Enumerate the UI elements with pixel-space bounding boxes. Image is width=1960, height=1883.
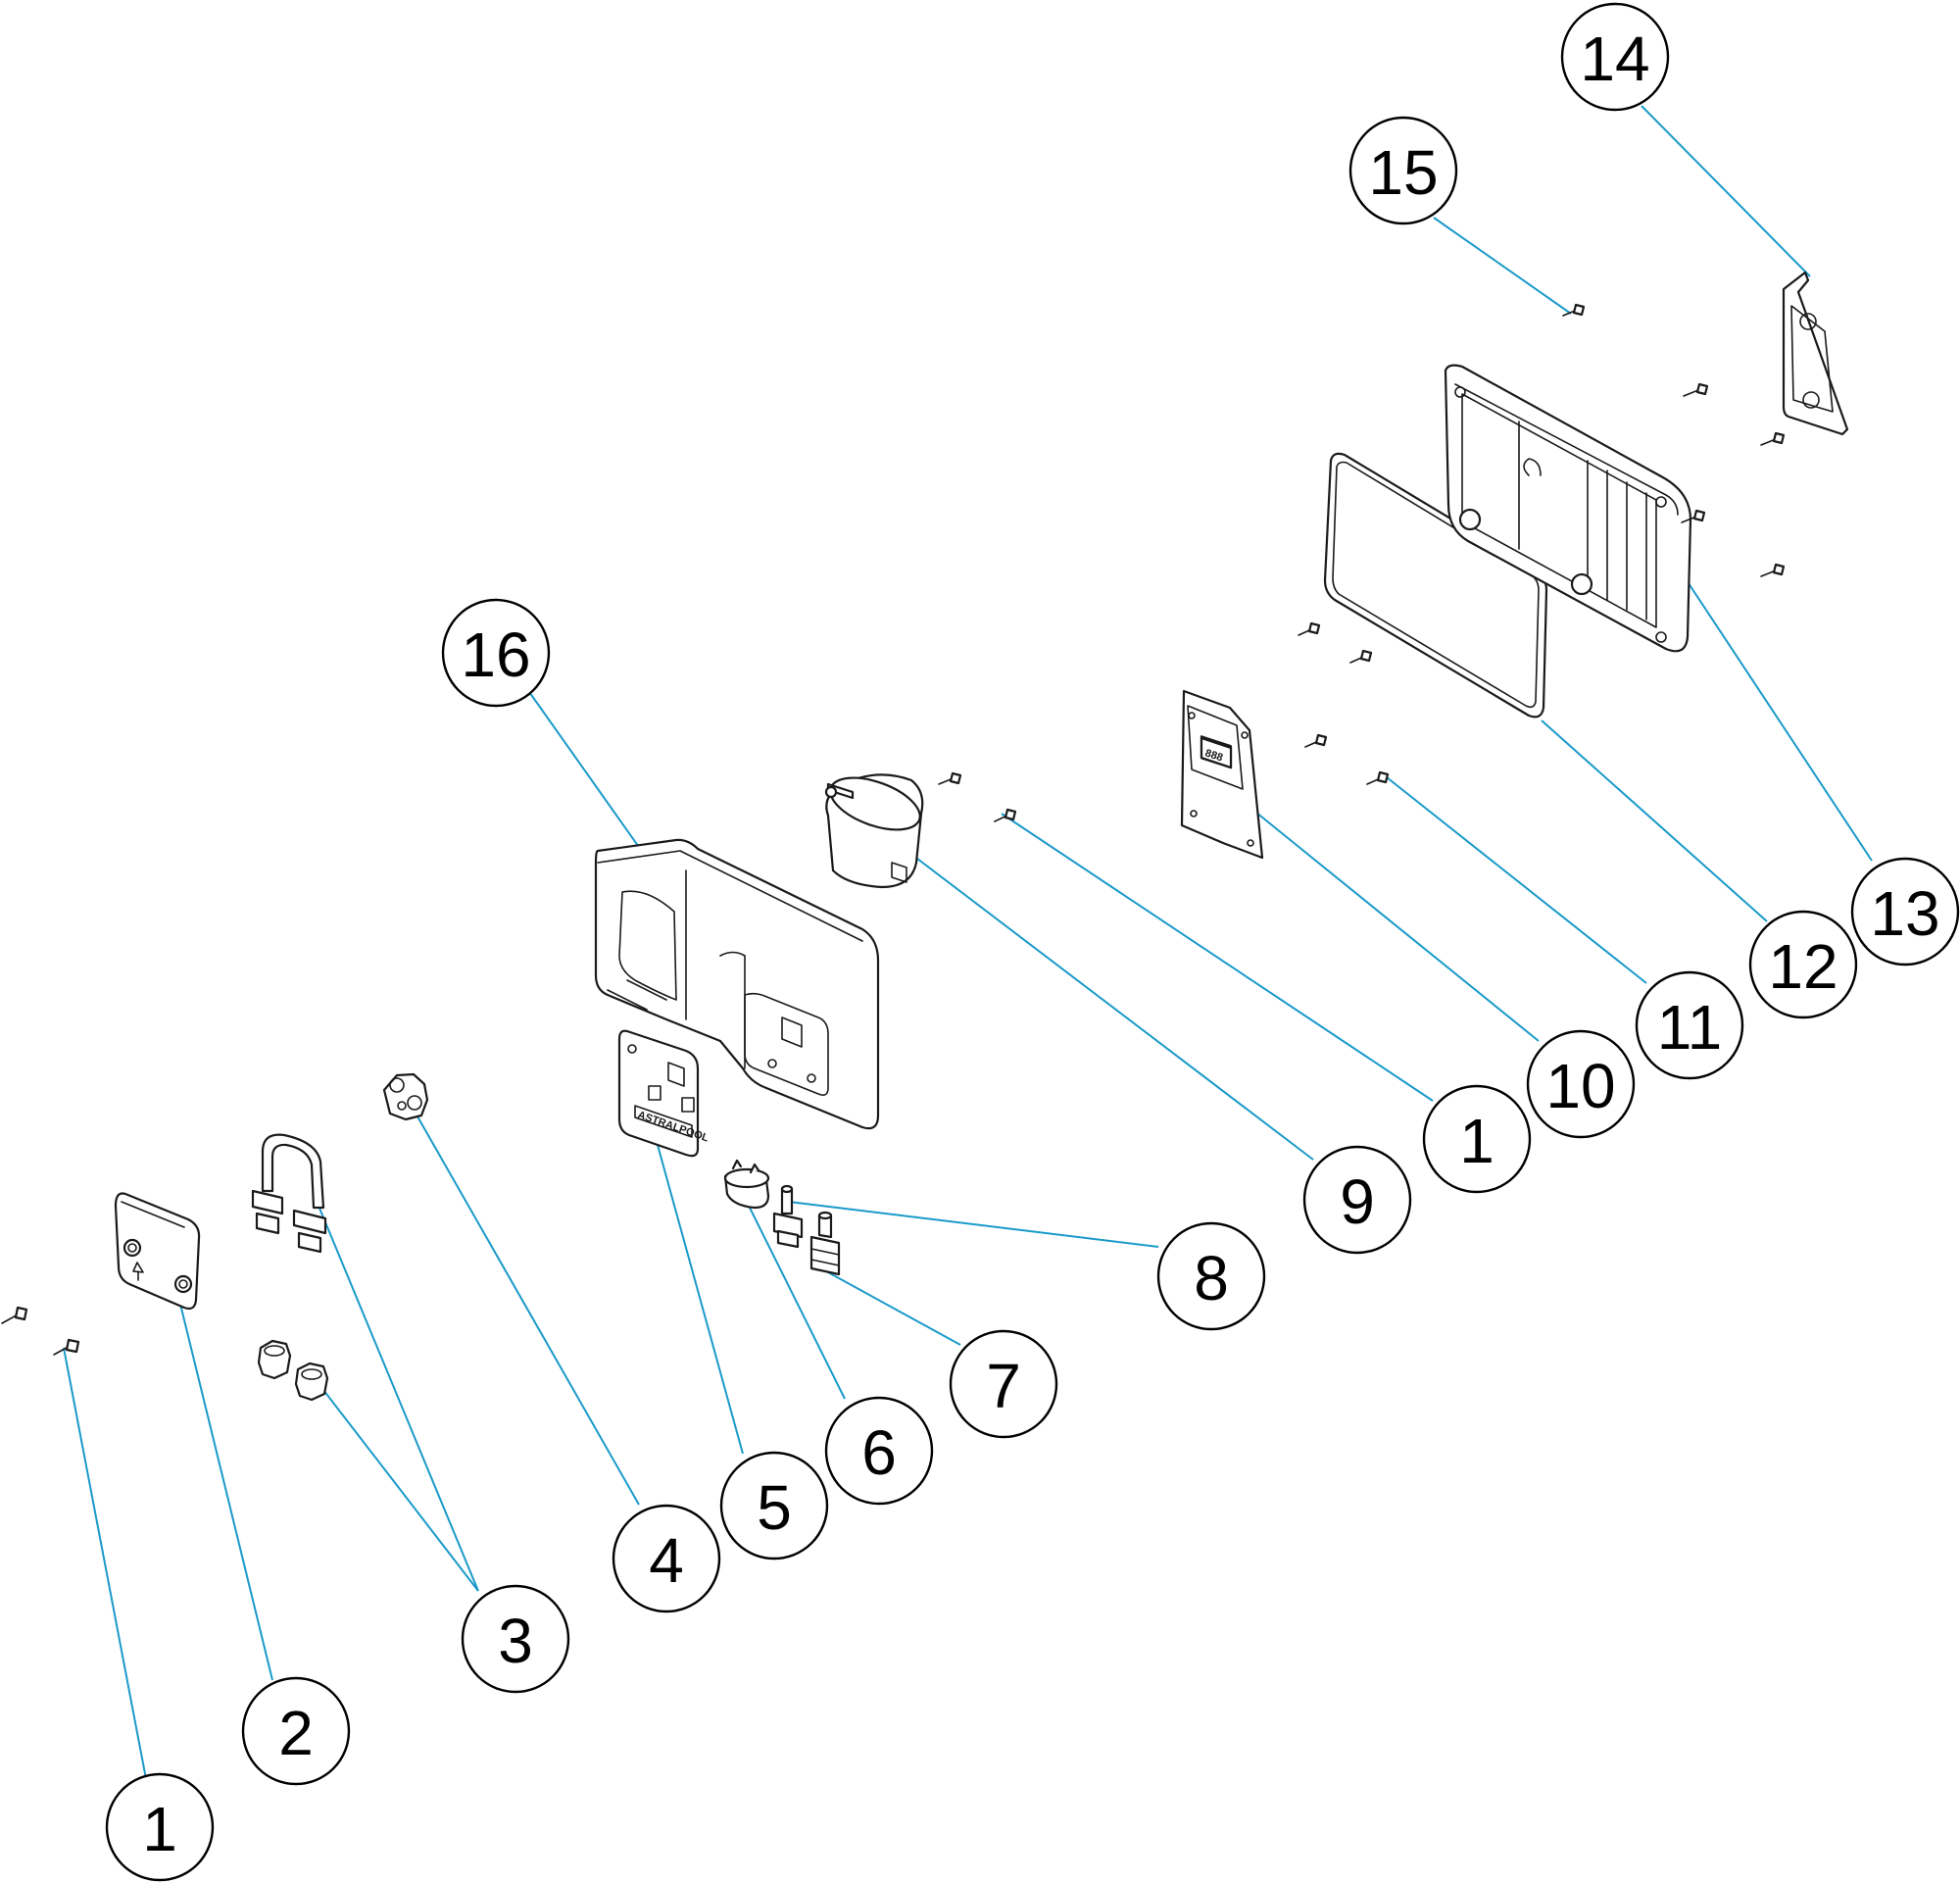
tube-part-3 [251,1133,327,1254]
bubble-label-11: 11 [1657,992,1722,1063]
leader-13 [1680,570,1873,862]
leader-6 [744,1197,846,1400]
callout-bubble-9: 9 [1302,1145,1412,1255]
control-panel-part-5: ASTRALPOOL [617,1029,710,1158]
leader-4 [409,1102,640,1506]
leader-8 [788,1201,1159,1248]
bubble-label-8: 8 [1194,1243,1229,1313]
bubble-label-10: 10 [1545,1051,1615,1121]
callout-bubble-6: 6 [824,1396,934,1506]
fitting-part-8 [772,1184,804,1249]
gland-part-7 [809,1211,841,1276]
leader-10 [1214,778,1540,1042]
leader-9 [896,842,1314,1161]
callout-bubble-5: 5 [719,1451,829,1561]
callout-bubble-4: 4 [612,1504,721,1613]
bubble-label-4: 4 [649,1525,684,1596]
leader-3a [313,1193,479,1592]
callout-bubble-7: 7 [949,1329,1058,1439]
motor-part-9 [824,773,924,889]
screws-middle-group [938,621,1390,822]
callout-bubble-14: 14 [1560,2,1670,112]
callout-bubble-3: 3 [461,1584,570,1694]
bubble-label-5: 5 [757,1472,792,1543]
callout-bubble-1-mid: 1 [1422,1084,1532,1194]
bubble-label-3: 3 [498,1606,533,1676]
leader-7 [827,1271,961,1346]
leader-2 [164,1239,273,1681]
back-housing-part-13 [1444,364,1692,653]
gasket-part-12 [1323,452,1548,719]
main-housing-part-16 [594,838,880,1130]
bubble-label-15: 15 [1368,137,1438,208]
display-digits: 888 [1203,747,1224,764]
callout-bubble-10: 10 [1526,1029,1636,1139]
leader-14 [1641,105,1811,277]
callout-bubble-12: 12 [1748,910,1858,1019]
bubble-label-13: 13 [1870,878,1939,949]
nuts-part-3 [257,1339,329,1402]
bubble-label-16: 16 [461,619,530,690]
bubble-label-7: 7 [986,1351,1021,1421]
callout-bubble-1: 1 [105,1772,215,1882]
callout-bubble-8: 8 [1156,1221,1266,1331]
bubble-label-12: 12 [1768,931,1838,1002]
callout-bubble-15: 15 [1348,116,1458,225]
bubble-label-1-mid: 1 [1459,1106,1494,1176]
screws-right-group [1562,303,1786,577]
callout-bubble-16: 16 [441,598,551,708]
bubble-label-6: 6 [861,1417,897,1488]
callout-bubbles: 1 2 3 4 5 6 7 8 [105,2,1960,1882]
bubble-label-1: 1 [142,1794,177,1864]
leader-1-bottom [63,1347,148,1785]
leader-12 [1541,719,1768,922]
cover-plate-part-2 [114,1192,201,1311]
bracket-part-14 [1782,271,1849,436]
bubble-label-14: 14 [1580,24,1649,94]
bubble-label-2: 2 [278,1698,314,1768]
cap-part-6 [723,1159,770,1210]
bubble-label-9: 9 [1340,1166,1375,1237]
callout-bubble-13: 13 [1850,857,1960,966]
leader-lines [63,105,1873,1785]
leader-11 [1386,776,1647,984]
screw-part-1-left [1,1306,80,1356]
leader-15 [1433,217,1572,315]
rotor-part-4 [382,1072,429,1121]
leader-1-mid [1001,813,1434,1102]
callout-bubble-11: 11 [1635,970,1744,1080]
leader-3b [313,1376,479,1592]
pcb-part-10: 888 [1180,689,1264,860]
callout-bubble-2: 2 [241,1676,351,1786]
